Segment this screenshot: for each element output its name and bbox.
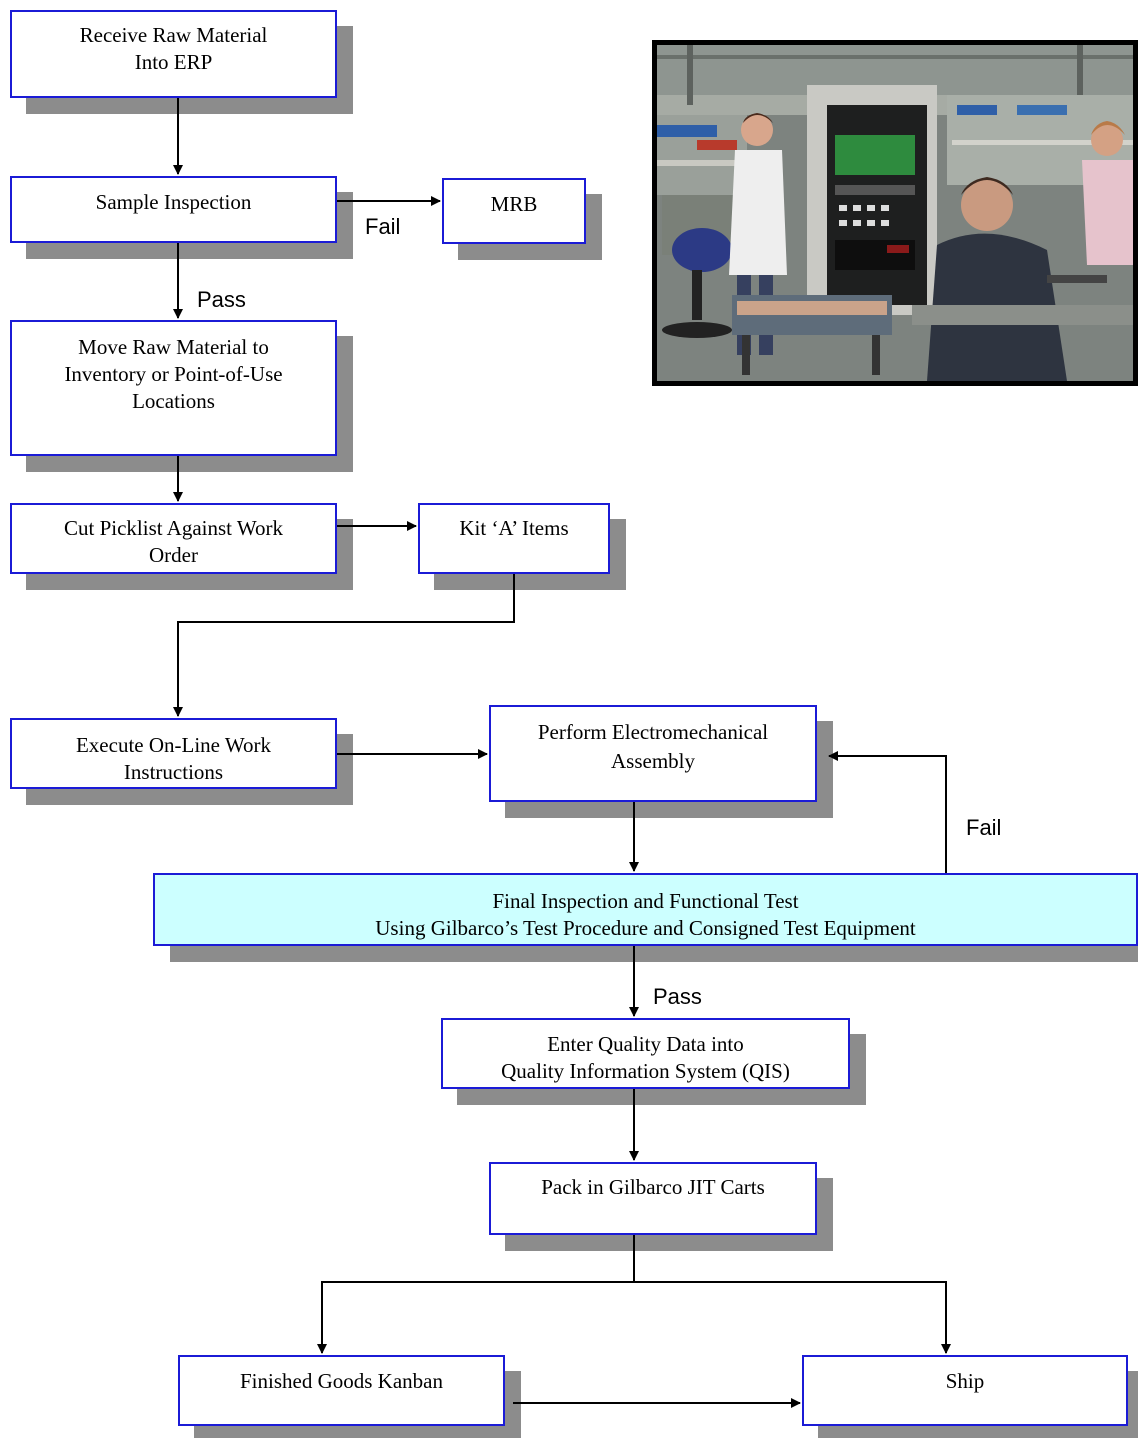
factory-assembly-photo (652, 40, 1138, 386)
arrow-final-fail-to-assembly (828, 751, 947, 873)
step-line: Pack in Gilbarco JIT Carts (541, 1175, 765, 1199)
arrow-kit-to-execute (173, 574, 515, 717)
step-line: Order (149, 543, 198, 567)
cut-picklist-step: Cut Picklist Against Work Order (10, 503, 337, 574)
step-line: Finished Goods Kanban (240, 1369, 443, 1393)
mrb-step: MRB (442, 178, 586, 244)
step-line: Receive Raw Material (79, 23, 268, 47)
step-line: MRB (490, 192, 538, 216)
step-line: Locations (132, 389, 215, 413)
receive-raw-material-step: Receive Raw Material Into ERP (10, 10, 337, 98)
step-line: Assembly (611, 749, 695, 773)
step-line: Instructions (123, 760, 224, 784)
step-line: Kit ‘A’ Items (459, 516, 569, 540)
arrow-pack-to-kanban (317, 1235, 635, 1354)
enter-quality-data-step: Enter Quality Data into Quality Informat… (441, 1018, 850, 1089)
fail-label: Fail (365, 214, 401, 239)
execute-work-instructions-step: Execute On-Line Work Instructions (10, 718, 337, 789)
arrow-pack-to-ship (634, 1281, 951, 1354)
pass-label: Pass (197, 287, 246, 312)
step-line: Move Raw Material to (78, 335, 269, 359)
step-line: Enter Quality Data into (547, 1032, 744, 1056)
step-line: Execute On-Line Work (75, 733, 272, 757)
pack-jit-carts-step: Pack in Gilbarco JIT Carts (489, 1162, 817, 1235)
step-line: Perform Electromechanical (537, 720, 769, 744)
step-line: Sample Inspection (95, 190, 252, 214)
ship-step: Ship (802, 1355, 1128, 1426)
step-line: Into ERP (134, 50, 213, 74)
fail-label: Fail (966, 815, 1002, 840)
step-line: Inventory or Point-of-Use (64, 362, 283, 386)
kit-a-items-step: Kit ‘A’ Items (418, 503, 610, 574)
electromechanical-assembly-step: Perform Electromechanical Assembly (489, 705, 817, 802)
sample-inspection-step: Sample Inspection (10, 176, 337, 243)
final-inspection-step: Final Inspection and Functional Test Usi… (153, 873, 1138, 946)
factory-photo-illustration (657, 45, 1133, 381)
finished-goods-kanban-step: Finished Goods Kanban (178, 1355, 505, 1426)
step-line: Using Gilbarco’s Test Procedure and Cons… (375, 916, 916, 940)
step-line: Final Inspection and Functional Test (492, 889, 799, 913)
step-line: Ship (945, 1369, 985, 1393)
step-line: Cut Picklist Against Work (63, 516, 284, 540)
step-line: Quality Information System (QIS) (501, 1059, 790, 1083)
move-raw-material-step: Move Raw Material to Inventory or Point-… (10, 320, 337, 456)
pass-label: Pass (653, 984, 702, 1009)
